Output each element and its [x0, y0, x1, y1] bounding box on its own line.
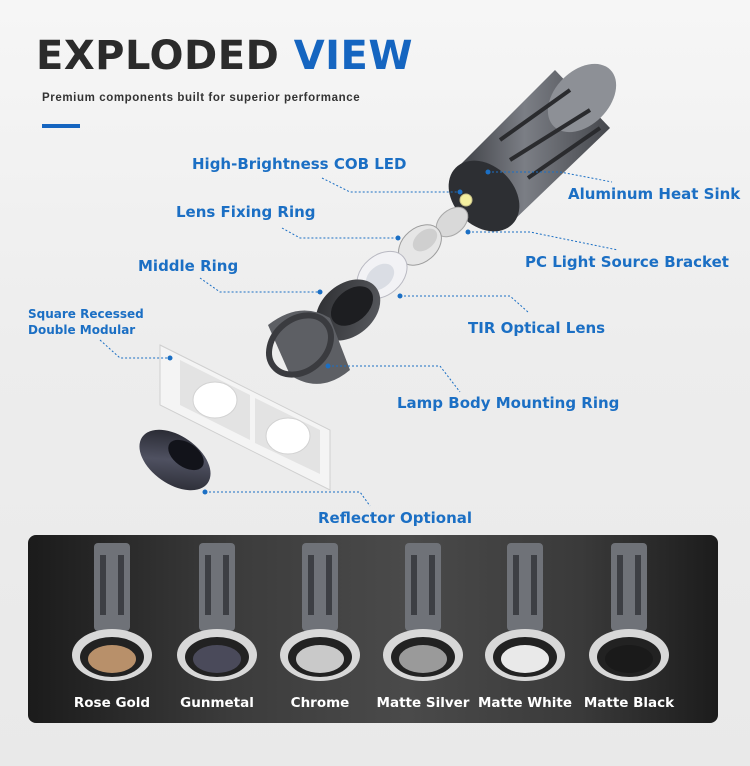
- finish-swatch: [501, 645, 549, 673]
- leader-lens-fixing-ring: [281, 227, 398, 239]
- label-cob-led: High-Brightness COB LED: [192, 155, 407, 173]
- downlight-rose-gold-icon: [72, 543, 152, 681]
- downlight-chrome-icon: [280, 543, 360, 681]
- finish-option: Chrome: [268, 535, 372, 723]
- label-reflector: Reflector Optional: [318, 509, 473, 527]
- downlight-matte-black-icon: [589, 543, 669, 681]
- title-word-view: VIEW: [293, 33, 414, 79]
- finish-swatch: [399, 645, 447, 673]
- leader-reflector: [205, 491, 371, 507]
- finish-options-panel: Rose Gold Gunmetal Chrome: [28, 535, 718, 723]
- leader-mounting-ring: [328, 365, 461, 393]
- label-square-recessed-line2: Double Modular: [28, 323, 136, 337]
- label-middle-ring: Middle Ring: [138, 257, 239, 275]
- finish-option: Gunmetal: [165, 535, 269, 723]
- label-square-recessed: Square Recessed Double Modular: [28, 306, 168, 338]
- middle-ring-part: [315, 279, 381, 341]
- downlight-gunmetal-icon: [177, 543, 257, 681]
- finish-option: Matte Silver: [371, 535, 475, 723]
- label-pc-bracket: PC Light Source Bracket: [525, 253, 729, 271]
- leader-middle-ring: [199, 277, 320, 293]
- finish-swatch: [296, 645, 344, 673]
- downlight-matte-white-icon: [485, 543, 565, 681]
- finish-name: Rose Gold: [73, 695, 151, 711]
- accent-bar: [42, 124, 80, 128]
- finish-swatch: [88, 645, 136, 673]
- label-tir-lens: TIR Optical Lens: [468, 319, 606, 337]
- finish-swatch: [193, 645, 241, 673]
- finish-name: Chrome: [290, 695, 350, 711]
- leader-lines: [99, 171, 619, 507]
- heat-sink-part: [448, 63, 617, 232]
- page-title: EXPLODED VIEW: [36, 34, 413, 78]
- finish-name: Gunmetal: [180, 695, 254, 711]
- leader-tir-lens: [400, 295, 529, 313]
- cob-led-part: [459, 193, 473, 207]
- finish-name: Matte Silver: [376, 695, 470, 711]
- leader-cob-led: [321, 177, 460, 193]
- square-recessed-part: [159, 344, 331, 491]
- label-square-recessed-line1: Square Recessed: [28, 307, 144, 321]
- finish-option: Matte White: [473, 535, 577, 723]
- finish-name: Matte White: [477, 695, 573, 711]
- finish-option: Matte Black: [577, 535, 681, 723]
- finish-name: Matte Black: [583, 695, 675, 711]
- leader-dots: [167, 169, 491, 495]
- title-word-exploded: EXPLODED: [36, 33, 280, 79]
- label-mounting-ring: Lamp Body Mounting Ring: [397, 394, 620, 412]
- leader-heat-sink: [488, 171, 613, 183]
- label-lens-fixing-ring: Lens Fixing Ring: [176, 203, 316, 221]
- exploded-diagram: [99, 63, 619, 507]
- leader-pc-bracket: [468, 231, 619, 251]
- downlight-matte-silver-icon: [383, 543, 463, 681]
- page-subtitle: Premium components built for superior pe…: [42, 92, 361, 104]
- finish-swatch: [605, 645, 653, 673]
- reflector-part: [139, 429, 211, 491]
- finish-option: Rose Gold: [60, 535, 164, 723]
- label-heat-sink: Aluminum Heat Sink: [568, 185, 741, 203]
- leader-square-recessed: [99, 339, 170, 359]
